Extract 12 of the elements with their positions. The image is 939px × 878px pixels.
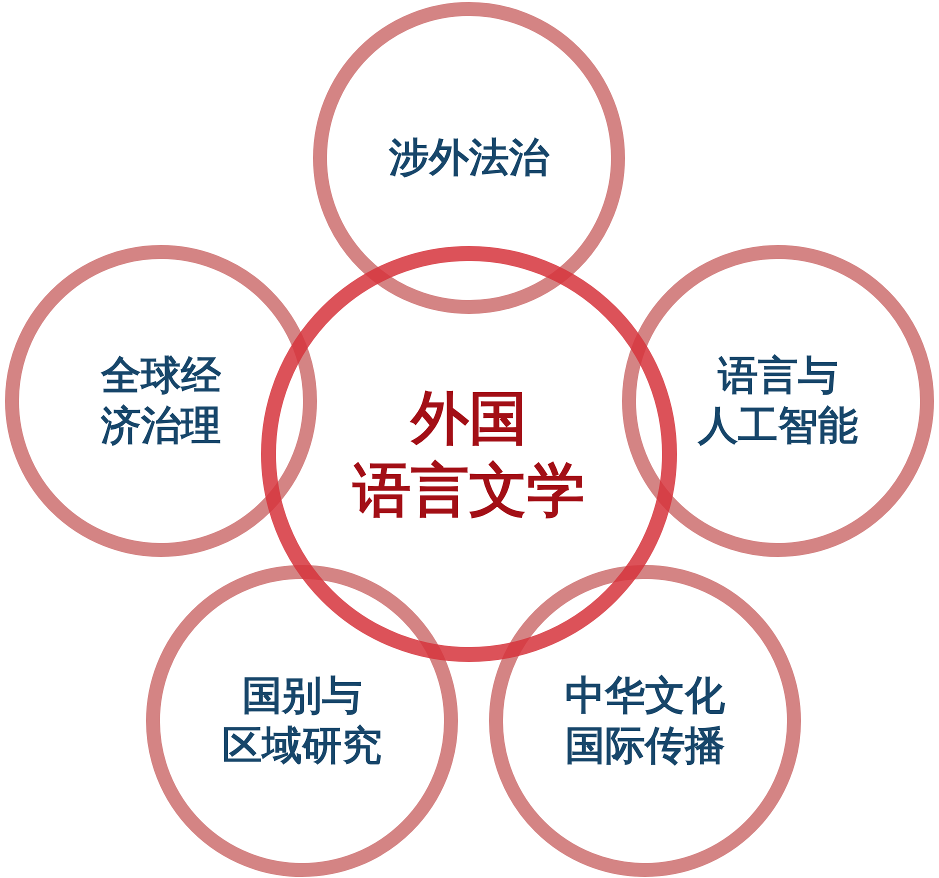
circle-label: 涉外法治: [389, 134, 549, 183]
circle-node: [313, 2, 625, 314]
circle-node: [146, 565, 458, 877]
circle-label: 语言与人工智能: [698, 352, 858, 451]
circle-label: 国别与区域研究: [222, 672, 382, 771]
circle-node: [489, 565, 801, 877]
circle-node: [5, 245, 317, 557]
circle-node: [622, 245, 934, 557]
circle-node: [261, 246, 677, 662]
circle-label: 外国语言文学: [353, 382, 585, 526]
circle-label: 全球经济治理: [101, 352, 221, 451]
circle-label: 中华文化国际传播: [565, 672, 725, 771]
